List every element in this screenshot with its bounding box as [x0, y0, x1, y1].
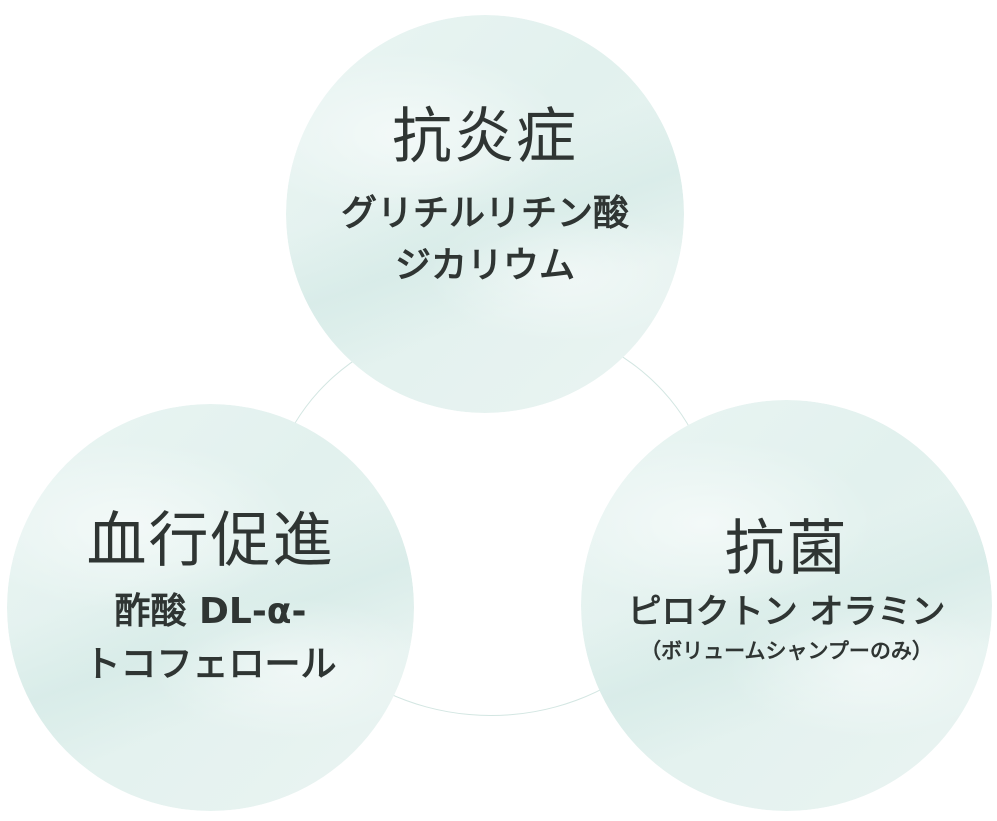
effect-heading: 抗菌	[724, 514, 849, 585]
effect-ingredient: ピロクトン オラミン	[627, 592, 946, 633]
effect-heading: 抗炎症	[392, 101, 578, 172]
effect-heading: 血行促進	[86, 506, 335, 577]
effect-circle-anti-inflammatory: 抗炎症 グリチルリチン酸 ジカリウム	[286, 15, 684, 413]
effect-ingredient: グリチルリチン酸 ジカリウム	[340, 192, 629, 286]
effect-circle-blood-circulation: 血行促進 酢酸 DL-α- トコフェロール	[7, 404, 414, 811]
effect-ingredient: 酢酸 DL-α- トコフェロール	[84, 591, 337, 685]
effect-note: （ボリュームシャンプーのみ）	[640, 638, 933, 663]
effect-circle-antibacterial: 抗菌 ピロクトン オラミン （ボリュームシャンプーのみ）	[581, 400, 992, 811]
